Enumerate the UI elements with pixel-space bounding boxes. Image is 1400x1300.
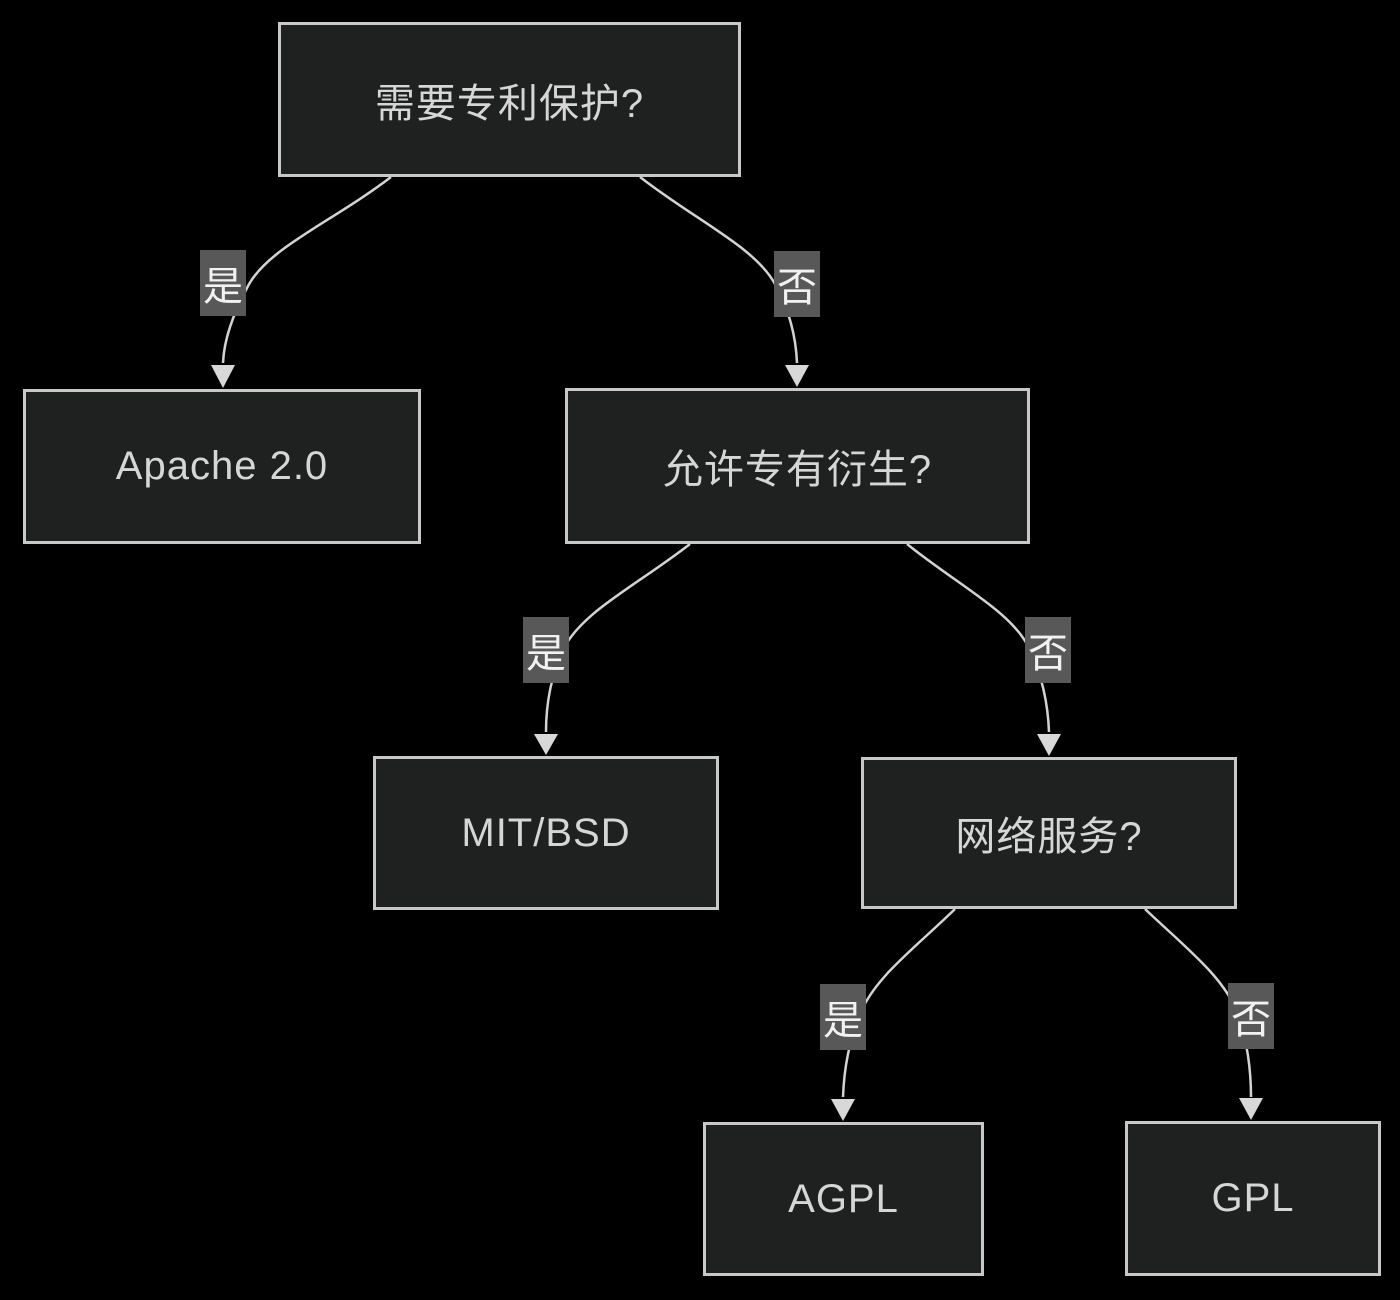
arrowhead-icon [211, 365, 235, 388]
node-license-apache: Apache 2.0 [23, 389, 421, 544]
edge-label-no: 否 [1025, 617, 1071, 683]
edge-line [639, 176, 799, 364]
node-license-mit-bsd: MIT/BSD [373, 756, 719, 910]
edge-label-yes: 是 [820, 984, 866, 1050]
node-license-gpl: GPL [1125, 1121, 1381, 1276]
node-question-network-service: 网络服务? [861, 757, 1237, 909]
edge-q-patent-to-q-proprietary [639, 176, 809, 387]
arrowhead-icon [1037, 734, 1061, 756]
node-license-agpl: AGPL [703, 1122, 984, 1276]
edge-label-no: 否 [774, 251, 820, 317]
arrowhead-icon [831, 1099, 855, 1121]
edge-label-yes: 是 [523, 617, 569, 683]
arrowhead-icon [785, 365, 809, 387]
edge-q-patent-to-apache [211, 176, 392, 388]
arrowhead-icon [534, 734, 558, 755]
arrowhead-icon [1239, 1098, 1263, 1120]
edge-label-no: 否 [1228, 983, 1274, 1049]
edge-line [221, 176, 392, 364]
edge-label-yes: 是 [200, 250, 246, 316]
node-question-patent-protection: 需要专利保护? [278, 22, 741, 177]
node-question-proprietary-derivatives: 允许专有衍生? [565, 388, 1030, 544]
